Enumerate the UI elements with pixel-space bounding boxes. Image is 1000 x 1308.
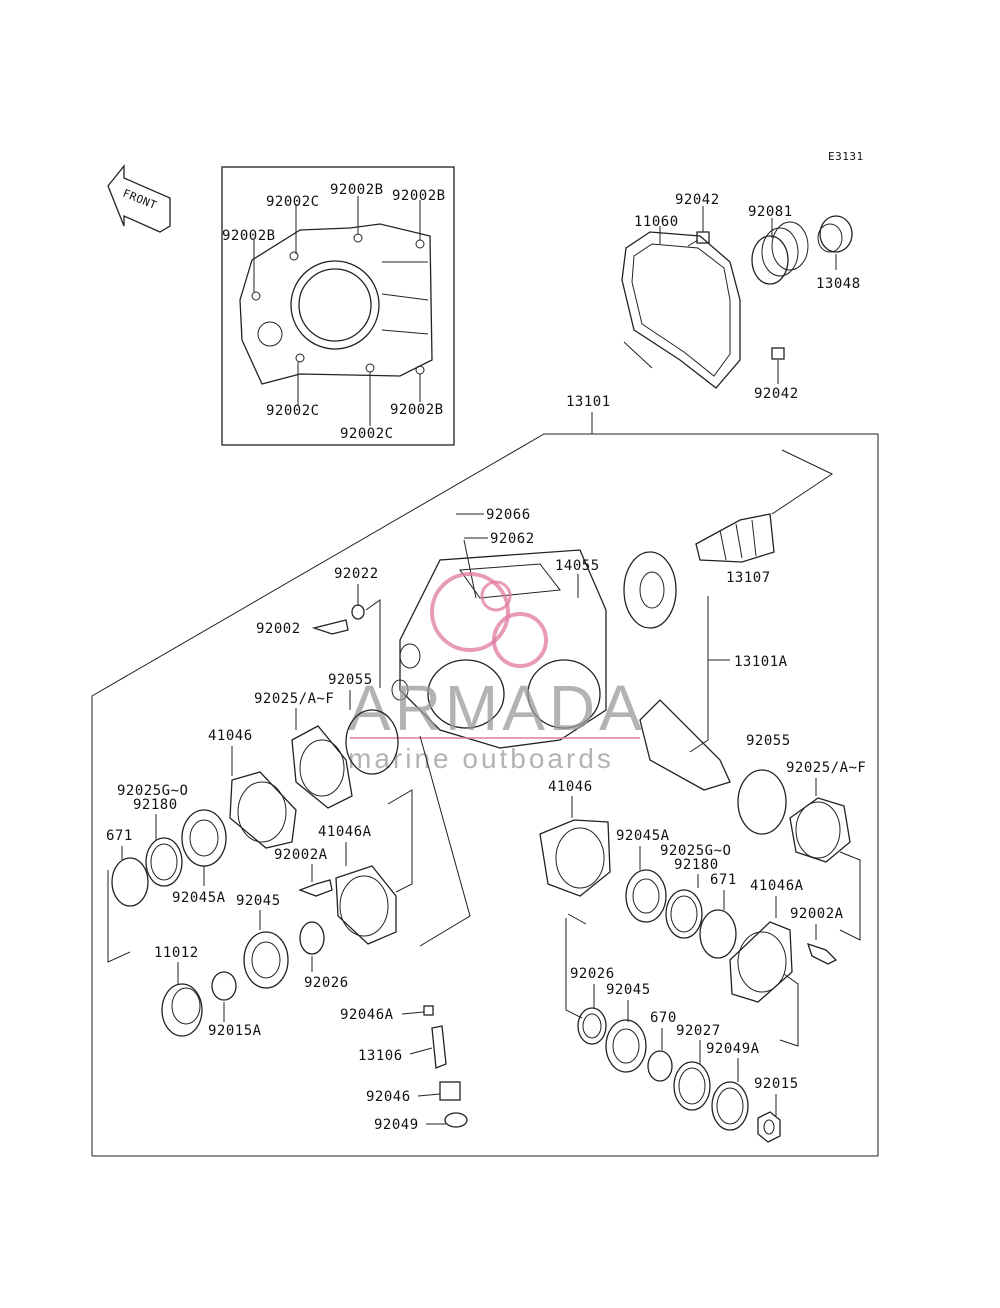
part-92180-b: 92180	[674, 857, 719, 873]
part-13101A: 13101A	[734, 654, 788, 670]
part-92046A: 92046A	[340, 1007, 394, 1023]
part-92002A-b: 92002A	[790, 906, 844, 922]
part-92045A-a: 92045A	[172, 890, 226, 906]
assembly-frame	[91, 412, 879, 1157]
part-92027: 92027	[676, 1023, 721, 1039]
part-92002B-c: 92002B	[222, 228, 276, 244]
part-92002B-a: 92002B	[330, 182, 384, 198]
part-92042-a: 92042	[675, 192, 720, 208]
part-92015A: 92015A	[208, 1023, 262, 1039]
part-92025G-b: 92025G~O	[660, 843, 731, 859]
part-92066: 92066	[486, 507, 531, 523]
part-41046-a: 41046	[208, 728, 253, 744]
part-92180-a: 92180	[133, 797, 178, 813]
part-41046A-b: 41046A	[750, 878, 804, 894]
part-92025G-a: 92025G~O	[117, 783, 188, 799]
part-92025-a: 92025/A~F	[254, 691, 334, 707]
part-13048: 13048	[816, 276, 861, 292]
part-13106: 13106	[358, 1048, 403, 1064]
drive-shaft-group	[623, 449, 834, 791]
gear-case	[391, 549, 607, 749]
cover-gasket-group	[621, 206, 853, 389]
watermark-subtitle: marine outboards	[348, 743, 614, 774]
part-41046-b: 41046	[548, 779, 593, 795]
part-92045-b: 92045	[606, 982, 651, 998]
part-11060: 11060	[634, 214, 679, 230]
part-92049: 92049	[374, 1117, 419, 1133]
part-14055: 14055	[555, 558, 600, 574]
part-11012: 11012	[154, 945, 199, 961]
part-671-a: 671	[106, 828, 133, 844]
part-92026-a: 92026	[304, 975, 349, 991]
part-671-b: 671	[710, 872, 737, 888]
part-13101: 13101	[566, 394, 611, 410]
part-92026-b: 92026	[570, 966, 615, 982]
part-92055-b: 92055	[746, 733, 791, 749]
part-92025-b: 92025/A~F	[786, 760, 866, 776]
inset-gasket-box	[221, 166, 455, 446]
part-92022: 92022	[334, 566, 379, 582]
part-92049A: 92049A	[706, 1041, 760, 1057]
part-92042-b: 92042	[754, 386, 799, 402]
part-92002B-b: 92002B	[392, 188, 446, 204]
part-92055-a: 92055	[328, 672, 373, 688]
front-arrow-icon: FRONT	[107, 164, 171, 233]
part-92002A-a: 92002A	[274, 847, 328, 863]
part-92002C-a: 92002C	[266, 194, 320, 210]
part-92002C-b: 92002C	[266, 403, 320, 419]
watermark-logo: ARMADA marine outboards	[348, 572, 646, 774]
diagram-code: E3131	[828, 150, 864, 163]
part-92002B-d: 92002B	[390, 402, 444, 418]
part-41046A-a: 41046A	[318, 824, 372, 840]
part-92081: 92081	[748, 204, 793, 220]
part-92062: 92062	[490, 531, 535, 547]
part-13107: 13107	[726, 570, 771, 586]
watermark-title: ARMADA	[348, 672, 646, 744]
part-92015: 92015	[754, 1076, 799, 1092]
part-670: 670	[650, 1010, 677, 1026]
part-92046: 92046	[366, 1089, 411, 1105]
part-92045A-b: 92045A	[616, 828, 670, 844]
part-92045-a: 92045	[236, 893, 281, 909]
part-92002C-c: 92002C	[340, 426, 394, 442]
part-92002: 92002	[256, 621, 301, 637]
